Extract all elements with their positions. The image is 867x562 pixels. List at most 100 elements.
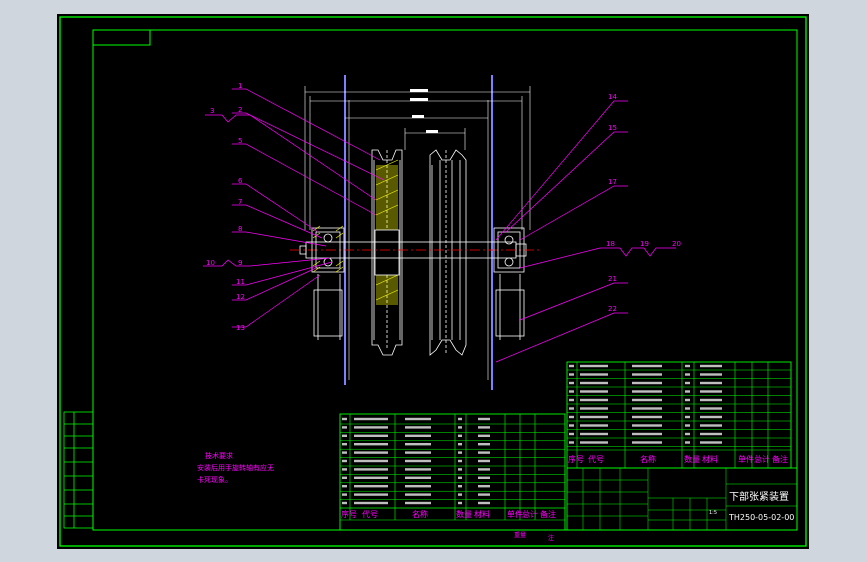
drawing-scale: 1:5 <box>709 510 717 516</box>
table-cell-glyphs <box>458 443 462 446</box>
table-cell-glyphs <box>342 459 347 463</box>
outer-frame <box>59 16 807 547</box>
table-cell-glyphs <box>342 501 347 505</box>
table-cell-glyphs <box>569 373 574 376</box>
callout-11: 11 <box>236 278 245 286</box>
bom-hdr2-total: 总计 <box>754 454 770 464</box>
table-cell-glyphs <box>458 426 462 429</box>
callout-15: 15 <box>608 124 617 132</box>
bom-hdr-total: 总计 <box>522 509 538 519</box>
table-cell-glyphs <box>685 424 690 427</box>
table-cell-glyphs <box>700 364 722 368</box>
table-cell-glyphs <box>405 459 431 463</box>
drawing-title: 下部张紧装置 <box>729 490 789 503</box>
callout-10: 10 <box>206 259 215 267</box>
table-cell-glyphs <box>478 451 490 454</box>
table-cell-glyphs <box>458 434 462 437</box>
callout-5: 5 <box>238 137 242 145</box>
table-cell-glyphs <box>685 390 690 393</box>
callout-14: 14 <box>608 93 617 101</box>
table-cell-glyphs <box>580 381 608 385</box>
bom-hdr2-name: 名称 <box>640 454 656 464</box>
callout-17: 17 <box>608 178 617 186</box>
table-cell-glyphs <box>685 381 690 385</box>
callout-9: 9 <box>238 259 242 267</box>
bom-hdr-mat: 材料 <box>474 509 490 519</box>
bom-hdr2-remark: 备注 <box>772 454 788 464</box>
table-cell-glyphs <box>580 364 608 368</box>
table-cell-glyphs <box>580 390 608 393</box>
table-cell-glyphs <box>700 415 722 419</box>
table-cell-glyphs <box>405 501 431 505</box>
table-cell-glyphs <box>342 468 347 471</box>
table-cell-glyphs <box>700 398 722 402</box>
table-cell-glyphs <box>478 476 490 479</box>
leader-lines-right <box>495 100 676 363</box>
notes-line-2: 卡死现象。 <box>197 475 232 484</box>
technical-notes: 技术要求 安装后用手旋转轴有应无 卡死现象。 <box>197 451 274 484</box>
table-cell-glyphs <box>580 424 608 427</box>
bom-table-lower: 序号 代号 名称 数量 材料 单件 总计 备注 重量 注 <box>339 413 566 542</box>
table-cell-glyphs <box>569 381 574 385</box>
table-cell-glyphs <box>580 373 608 376</box>
table-cell-glyphs <box>632 432 662 436</box>
table-cell-glyphs <box>700 390 722 393</box>
callout-1: 1 <box>238 82 242 90</box>
table-cell-glyphs <box>458 485 462 488</box>
table-cell-glyphs <box>478 459 490 463</box>
bom-hdr-unit: 单件 <box>507 509 523 519</box>
table-cell-glyphs <box>580 432 608 436</box>
bom-hdr-remark: 备注 <box>540 509 556 519</box>
table-cell-glyphs <box>354 434 388 437</box>
table-cell-glyphs <box>354 468 388 471</box>
drawing-background <box>57 14 809 549</box>
table-cell-glyphs <box>632 398 662 402</box>
table-cell-glyphs <box>478 493 490 496</box>
table-cell-glyphs <box>405 476 431 479</box>
table-cell-glyphs <box>569 398 574 402</box>
table-cell-glyphs <box>580 407 608 410</box>
bom-hdr2-code: 代号 <box>588 454 604 464</box>
table-cell-glyphs <box>354 493 388 496</box>
callouts-right: 14 15 17 18 19 20 21 22 <box>606 93 681 313</box>
table-cell-glyphs <box>478 426 490 429</box>
notes-line-1: 安装后用手旋转轴有应无 <box>197 463 274 472</box>
table-cell-glyphs <box>632 381 662 385</box>
callout-8: 8 <box>238 225 242 233</box>
table-cell-glyphs <box>700 441 722 444</box>
table-cell-glyphs <box>354 459 388 463</box>
table-cell-glyphs <box>632 415 662 419</box>
table-cell-glyphs <box>405 485 431 488</box>
table-cell-glyphs <box>569 364 574 368</box>
table-cell-glyphs <box>569 390 574 393</box>
table-cell-glyphs <box>354 426 388 429</box>
dimension-lines <box>304 86 531 230</box>
bom-header-lower: 序号 代号 名称 数量 材料 单件 总计 备注 <box>341 509 556 519</box>
callout-21: 21 <box>608 275 617 283</box>
bom-table-upper: 序号 代号 名称 数量 材料 单件 总计 备注 <box>566 361 792 469</box>
table-cell-glyphs <box>342 476 347 479</box>
drawing-code: TH250-05-02-00 <box>728 513 794 522</box>
table-cell-glyphs <box>478 485 490 488</box>
bom-hdr-name: 名称 <box>412 509 428 519</box>
table-cell-glyphs <box>632 441 662 444</box>
table-cell-glyphs <box>478 434 490 437</box>
table-cell-glyphs <box>458 468 462 471</box>
callout-7: 7 <box>238 198 242 206</box>
table-cell-glyphs <box>478 417 490 421</box>
table-cell-glyphs <box>632 390 662 393</box>
table-cell-glyphs <box>478 501 490 505</box>
bom-hdr2-unit: 单件 <box>738 454 754 464</box>
table-cell-glyphs <box>354 501 388 505</box>
pulley-hub-hatch <box>374 159 400 305</box>
table-cell-glyphs <box>405 417 431 421</box>
table-cell-glyphs <box>700 373 722 376</box>
callout-6: 6 <box>238 177 243 185</box>
table-cell-glyphs <box>458 451 462 454</box>
bom-hdr-code: 代号 <box>362 509 378 519</box>
left-margin-table <box>63 411 94 529</box>
table-cell-glyphs <box>405 443 431 446</box>
table-cell-glyphs <box>685 432 690 436</box>
table-cell-glyphs <box>478 443 490 446</box>
